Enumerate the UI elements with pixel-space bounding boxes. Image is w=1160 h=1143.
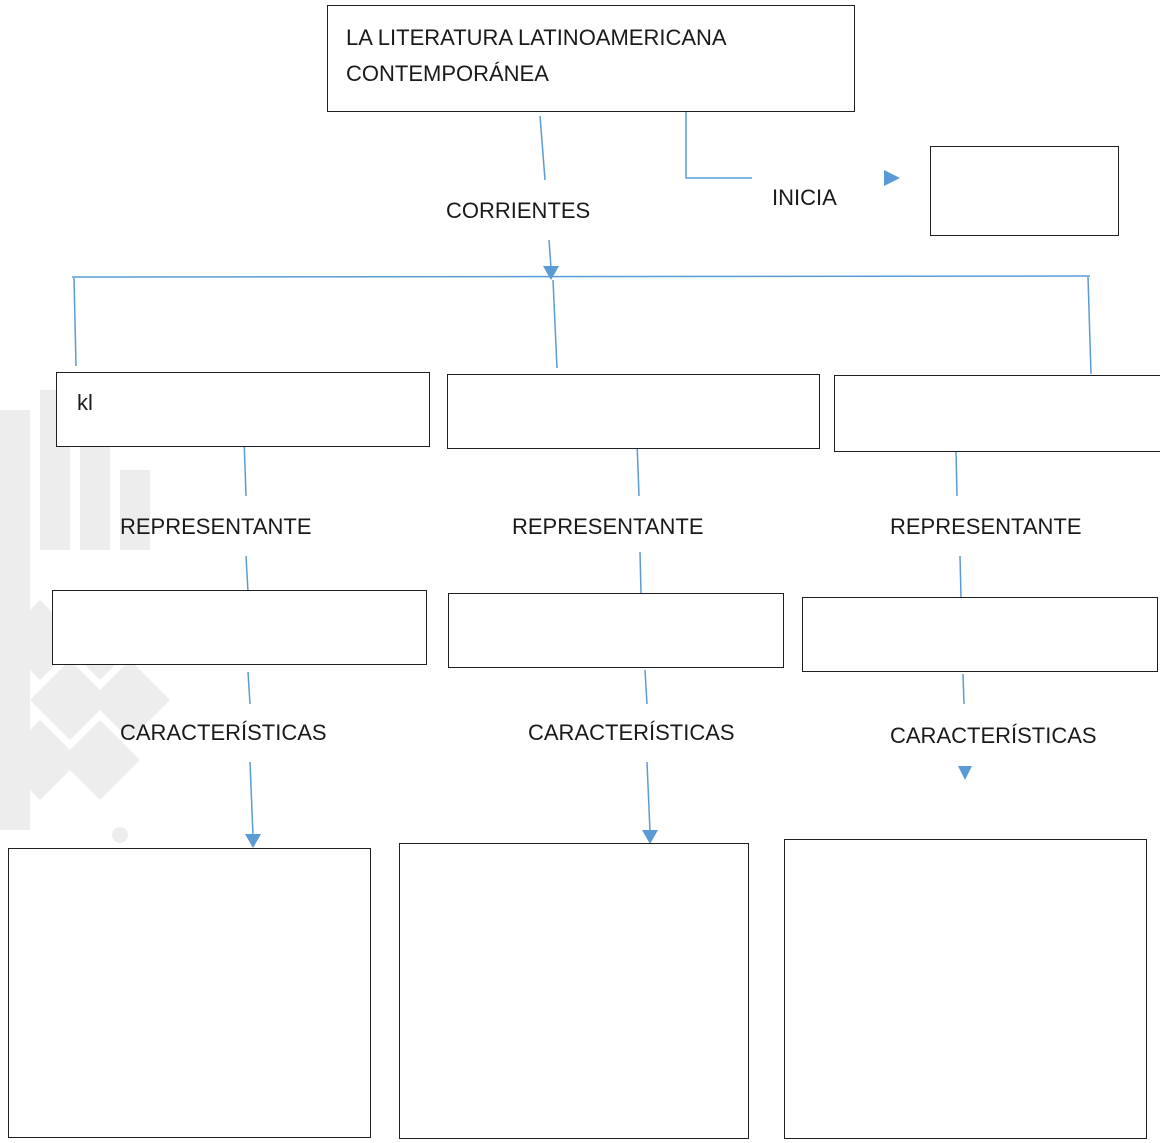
title-line-2: CONTEMPORÁNEA [346, 61, 549, 86]
label-representante-3: REPRESENTANTE [890, 514, 1082, 539]
arrowhead-inicia [884, 170, 900, 186]
representante-box-2[interactable] [448, 593, 784, 668]
caracteristicas-box-2[interactable] [399, 843, 749, 1139]
label-inicia: INICIA [772, 185, 837, 210]
representante-box-1[interactable] [52, 590, 427, 665]
arrowhead-car-1 [245, 834, 261, 848]
inicia-box[interactable] [930, 146, 1119, 236]
caracteristicas-box-3[interactable] [784, 839, 1147, 1139]
label-representante-1: REPRESENTANTE [120, 514, 312, 539]
label-corrientes: CORRIENTES [446, 198, 591, 223]
label-caracteristicas-3: CARACTERÍSTICAS [890, 723, 1097, 748]
arrowhead-corrientes [543, 266, 559, 280]
arrowhead-car-2 [642, 830, 658, 844]
corriente-box-1-text: kl [77, 390, 93, 415]
label-caracteristicas-2: CARACTERÍSTICAS [528, 720, 735, 745]
corriente-box-3[interactable] [834, 375, 1160, 452]
label-representante-2: REPRESENTANTE [512, 514, 704, 539]
title-text: LA LITERATURA LATINOAMERICANA CONTEMPORÁ… [346, 20, 727, 92]
corriente-box-2[interactable] [447, 374, 820, 449]
label-caracteristicas-1: CARACTERÍSTICAS [120, 720, 327, 745]
corriente-box-1[interactable]: kl [56, 372, 430, 447]
caracteristicas-box-1[interactable] [8, 848, 371, 1138]
title-box: LA LITERATURA LATINOAMERICANA CONTEMPORÁ… [327, 5, 855, 112]
arrowhead-car-3 [958, 766, 972, 780]
representante-box-3[interactable] [802, 597, 1158, 672]
title-line-1: LA LITERATURA LATINOAMERICANA [346, 25, 727, 50]
